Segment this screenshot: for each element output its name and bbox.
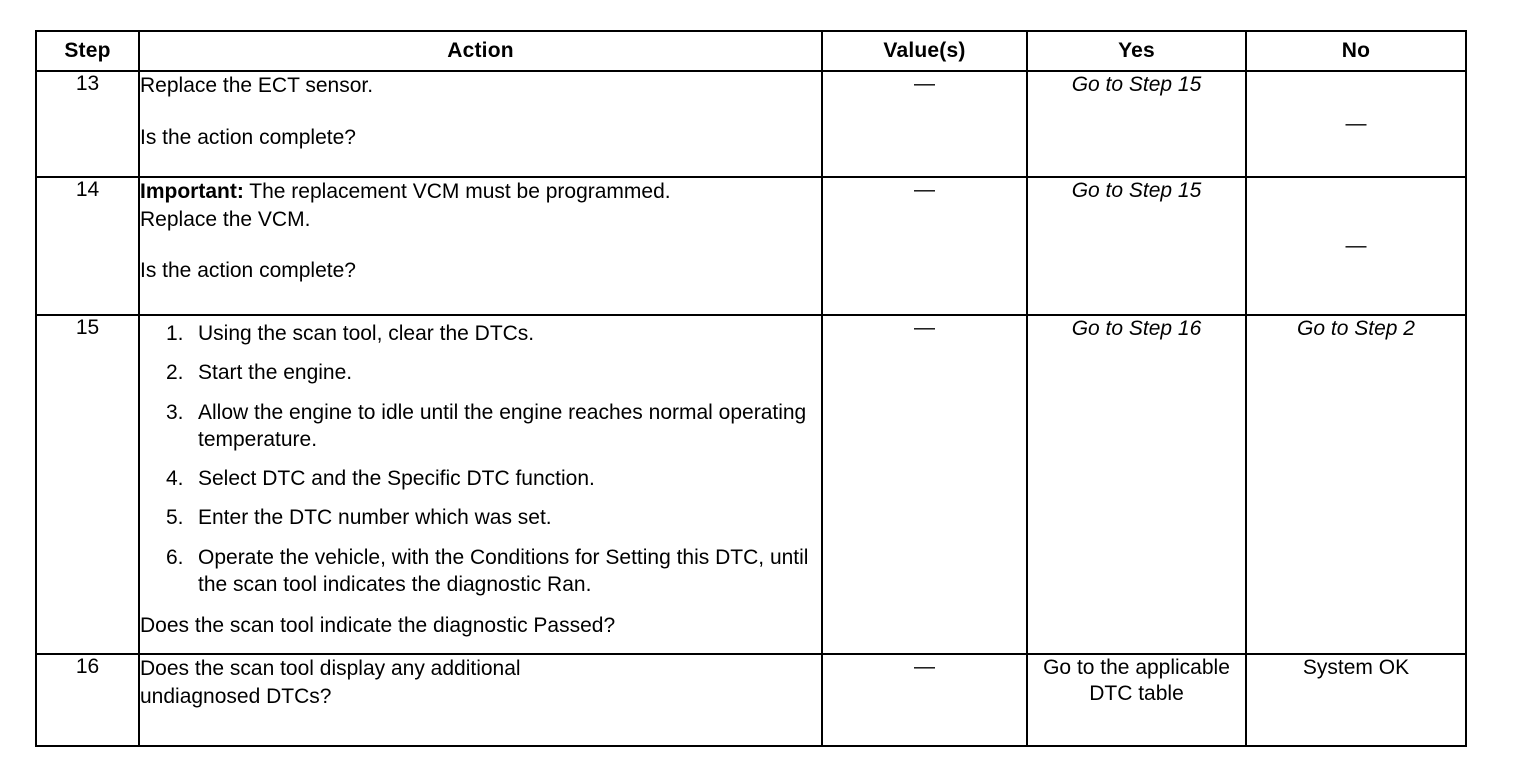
action-line: Is the action complete? (140, 259, 356, 283)
no-outcome-cell: — (1245, 70, 1467, 178)
list-item: 2. Start the engine. (140, 359, 821, 386)
yes-outcome-cell: Go to the applicable DTC table (1026, 653, 1247, 747)
goto-reference: Go to Step 15 (1071, 73, 1202, 96)
value-cell: — (821, 176, 1028, 316)
list-item-number: 4. (166, 467, 184, 491)
table-row: 13 Replace the ECT sensor. Is the action… (35, 70, 1467, 178)
column-header-yes: Yes (1026, 30, 1247, 72)
action-line: Replace the ECT sensor. (140, 74, 374, 97)
em-dash: — (914, 178, 935, 201)
list-item: 5. Enter the DTC number which was set. (140, 504, 821, 531)
value-cell: — (821, 70, 1028, 178)
table-row: 14 Important: The replacement VCM must b… (35, 176, 1467, 316)
list-item: 4. Select DTC and the Specific DTC functi… (140, 465, 821, 492)
no-outcome-cell: System OK (1245, 653, 1467, 747)
table-row: 15 1. Using the scan tool, clear the DTCs… (35, 314, 1467, 655)
outcome-text: Go to the applicable DTC table (1043, 656, 1230, 706)
list-item-number: 5. (166, 506, 184, 530)
no-outcome-cell: — (1245, 176, 1467, 316)
column-header-action: Action (138, 30, 823, 72)
action-question: Does the scan tool indicate the diagnost… (140, 614, 616, 638)
outcome-text: System OK (1302, 656, 1410, 679)
table-header-row: Step Action Value(s) Yes No (35, 30, 1467, 72)
goto-reference: Go to Step 16 (1071, 317, 1202, 340)
list-item-label: Enter the DTC number which was set. (198, 506, 552, 530)
step-number: 13 (35, 70, 140, 178)
yes-outcome-cell: Go to Step 15 (1026, 70, 1247, 178)
value-cell: — (821, 314, 1028, 655)
table-row: 16 Does the scan tool display any additi… (35, 653, 1467, 747)
list-item-label: Start the engine. (198, 361, 353, 385)
em-dash: — (1345, 233, 1367, 257)
step-number: 16 (35, 653, 140, 747)
no-outcome-cell: Go to Step 2 (1245, 314, 1467, 655)
em-dash: — (914, 316, 935, 339)
list-item-label: Allow the engine to idle until the engin… (198, 400, 807, 451)
action-line: Does the scan tool display any additiona… (140, 657, 521, 680)
list-item: 3. Allow the engine to idle until the eng… (140, 399, 821, 454)
list-item-number: 2. (166, 361, 184, 385)
list-item-number: 1. (166, 322, 184, 345)
em-dash: — (914, 72, 935, 95)
list-item-number: 3. (166, 400, 184, 424)
list-item-label: Select DTC and the Specific DTC function… (198, 467, 595, 491)
list-item: 6. Operate the vehicle, with the Conditio… (140, 544, 821, 599)
goto-reference: Go to Step 2 (1297, 317, 1415, 340)
value-cell: — (821, 653, 1028, 747)
action-line: undiagnosed DTCs? (140, 684, 332, 708)
action-content: 1. Using the scan tool, clear the DTCs. 2… (138, 314, 823, 655)
em-dash: — (914, 655, 935, 678)
step-number: 14 (35, 176, 140, 316)
important-label: Important: (140, 180, 244, 203)
important-text: The replacement VCM must be programmed. (243, 180, 671, 203)
yes-outcome-cell: Go to Step 15 (1026, 176, 1247, 316)
action-line: Is the action complete? (140, 125, 356, 149)
list-item: 1. Using the scan tool, clear the DTCs. (140, 320, 821, 347)
column-header-step: Step (35, 30, 140, 72)
action-line-important: Important: The replacement VCM must be p… (140, 178, 821, 206)
em-dash: — (1345, 111, 1367, 135)
yes-outcome-cell: Go to Step 16 (1026, 314, 1247, 655)
goto-reference: Go to Step 15 (1071, 179, 1202, 202)
action-content: Important: The replacement VCM must be p… (138, 176, 823, 316)
diagnostic-procedure-table: Step Action Value(s) Yes No 13 Replace t… (35, 30, 1467, 747)
list-item-label: Using the scan tool, clear the DTCs. (198, 322, 535, 345)
action-content: Does the scan tool display any additiona… (138, 653, 823, 747)
list-item-label: Operate the vehicle, with the Conditions… (198, 545, 809, 597)
action-line: Replace the VCM. (140, 207, 311, 231)
column-header-value: Value(s) (821, 30, 1028, 72)
numbered-substep-list: 1. Using the scan tool, clear the DTCs. 2… (140, 320, 821, 598)
list-item-number: 6. (166, 545, 184, 569)
step-number: 15 (35, 314, 140, 655)
column-header-no: No (1245, 30, 1467, 72)
action-content: Replace the ECT sensor. Is the action co… (138, 70, 823, 178)
